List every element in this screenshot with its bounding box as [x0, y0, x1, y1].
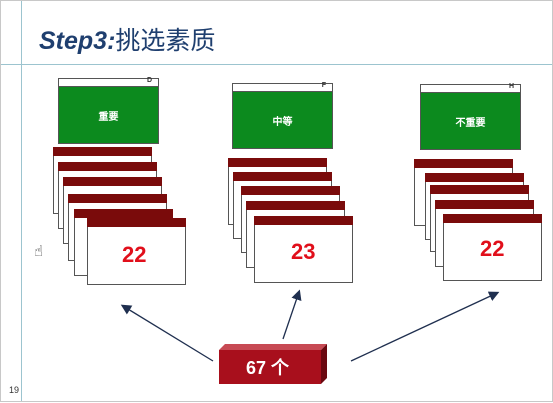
hand-cursor-icon: ☝: [34, 243, 44, 260]
doc-tab-letter: F: [321, 82, 326, 89]
sheet: [87, 218, 186, 285]
total-label: 67 个: [245, 358, 290, 378]
doc-tab-letter: D: [146, 77, 152, 84]
sheet-bar: [414, 159, 513, 168]
total-box-side: [321, 344, 327, 384]
sheet: [443, 214, 542, 281]
total-box-front: [219, 350, 321, 384]
slide-vertical-rule: [21, 1, 22, 401]
doc-tab: H: [421, 83, 520, 93]
title-step: Step3:: [39, 27, 116, 55]
category-doc-medium: F 中等: [232, 82, 333, 149]
category-doc-not-important: H 不重要: [420, 83, 521, 150]
sheet-bar: [425, 173, 524, 182]
page-number: 19: [9, 385, 20, 395]
sheet-bar: [241, 186, 340, 195]
sheet-bar: [74, 209, 173, 218]
arrow-to-not-important: [350, 291, 500, 362]
sheet-bar: [68, 194, 167, 203]
sheet-bar: [254, 216, 353, 225]
slide-title: Step3:挑选素质: [39, 21, 215, 57]
group-count: 23: [291, 239, 316, 264]
group-count: 22: [122, 242, 147, 267]
title-text: 挑选素质: [115, 27, 216, 55]
sheet-bar: [87, 218, 186, 227]
sheet-bar: [233, 172, 332, 181]
sheet-bar: [58, 162, 157, 171]
doc-tab: F: [233, 82, 332, 92]
sheet-bar: [430, 185, 529, 194]
category-label: 重要: [59, 87, 158, 143]
sheet-bar: [53, 147, 152, 156]
total-box-top: [219, 344, 327, 350]
category-doc-important: D 重要: [58, 77, 159, 144]
sheet-bar: [435, 200, 534, 209]
arrow-to-medium: [282, 289, 302, 340]
sheet-bar: [246, 201, 345, 210]
total-box: [219, 344, 327, 384]
group-count: 22: [480, 236, 505, 261]
category-label: 中等: [233, 92, 332, 148]
arrow-to-important: [120, 304, 214, 362]
sheet-bar: [228, 158, 327, 167]
sheet-bar: [63, 177, 162, 186]
doc-tab-letter: H: [508, 83, 514, 90]
slide-horizontal-rule: [1, 64, 552, 65]
category-label: 不重要: [421, 93, 520, 149]
sheet-bar: [443, 214, 542, 223]
sheet: [254, 216, 353, 283]
doc-tab: D: [59, 77, 158, 87]
